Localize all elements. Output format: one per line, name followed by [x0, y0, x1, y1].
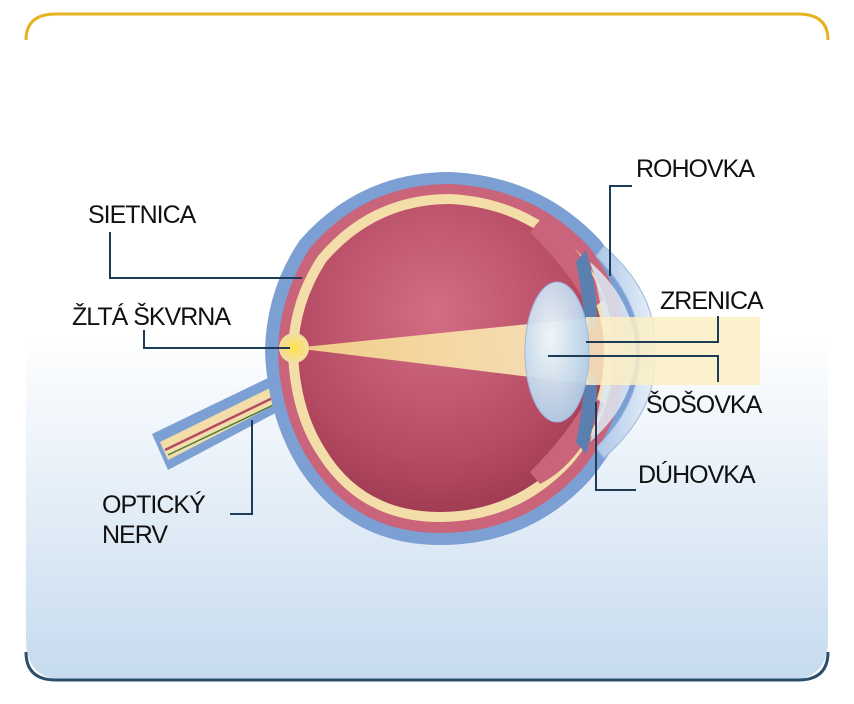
label-macula: ŽLTÁ ŠKVRNA	[72, 303, 231, 331]
label-optic-nerve-line2: NERV	[102, 521, 168, 549]
label-cornea: ROHOVKA	[636, 155, 755, 183]
leader-lens	[548, 355, 719, 382]
light-beam-outside	[586, 317, 760, 385]
label-iris: DÚHOVKA	[638, 461, 756, 489]
macula	[279, 333, 309, 363]
leader-macula	[143, 330, 290, 349]
label-retina: SIETNICA	[88, 201, 196, 229]
leader-iris	[595, 402, 636, 491]
optic-nerve	[152, 375, 300, 470]
leader-retina	[109, 232, 302, 279]
leader-pupil	[586, 316, 719, 343]
label-optic-nerve-line1: OPTICKÝ	[102, 491, 206, 519]
light-beam-inside	[294, 318, 588, 384]
iris	[530, 220, 604, 484]
label-lens: ŠOŠOVKA	[646, 391, 762, 419]
leader-optic-nerve	[230, 420, 253, 515]
lens	[524, 281, 590, 423]
leader-lines	[109, 185, 719, 515]
label-pupil: ZRENICA	[660, 287, 764, 315]
leader-cornea	[609, 185, 632, 276]
